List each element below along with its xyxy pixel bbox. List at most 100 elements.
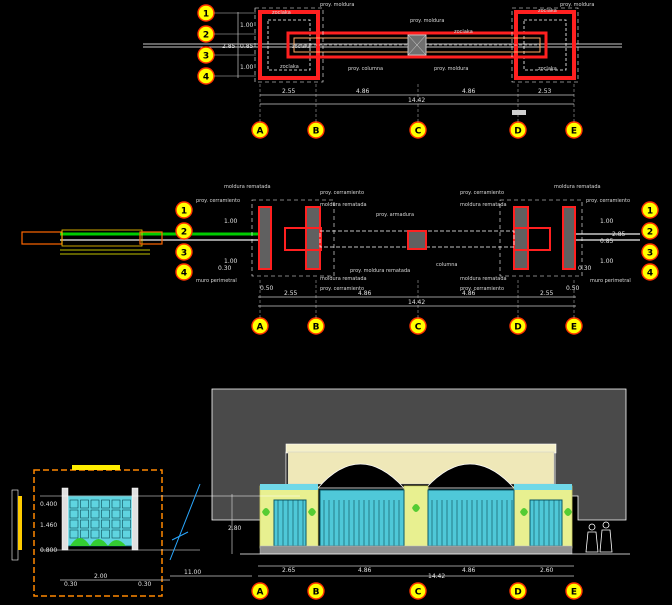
dim-left: 0.400	[40, 501, 57, 508]
dim-left: 0.800	[40, 547, 57, 554]
plan1-row-marker-label: 2	[203, 31, 209, 41]
note: proy. cerramiento	[320, 286, 364, 292]
plan2-row-markers: 1 1 2 2 3 3 4 4	[175, 201, 659, 281]
elevation-col-marker: D	[509, 582, 527, 600]
dim-bottom: 2.55	[282, 88, 296, 95]
pillar-left-2	[258, 206, 272, 270]
note: proy. moldura	[560, 2, 594, 8]
plan2-col-marker: C	[409, 317, 427, 335]
dim-total: 14.42	[428, 573, 445, 580]
elevation-col-marker-circle	[307, 582, 325, 600]
plan2-row-marker-right: 2	[641, 222, 659, 240]
plan2-column-markers: A B C D E	[251, 280, 583, 335]
dim-bottom: 4.86	[358, 290, 372, 297]
plan2-col-marker: D	[509, 317, 527, 335]
plan1-col-marker-label: B	[313, 127, 320, 137]
plan2-col-marker: A	[251, 317, 269, 335]
plan1-col-marker-label: C	[415, 127, 422, 137]
dim-right: 1.00	[600, 218, 614, 225]
dim-bottom: 2.60	[540, 567, 554, 574]
plan2-row-marker-right-label: 2	[647, 228, 653, 238]
plan1-row-marker-label: 1	[203, 10, 209, 20]
dim-bottom: 4.86	[358, 567, 372, 574]
plan2-row-marker-right-circle	[641, 201, 659, 219]
note: proy. moldura rematada	[350, 268, 410, 274]
plan2-row-marker-right: 4	[641, 263, 659, 281]
note: moldura rematada	[320, 276, 367, 282]
plan1-col-marker: E	[565, 121, 583, 139]
dim-bottom: 0.50	[566, 285, 580, 292]
dim-right: 1.00	[600, 258, 614, 265]
dim-right: 0.85	[600, 238, 614, 245]
plan2-row-marker-right-label: 3	[647, 249, 653, 259]
note: moldura rematada	[224, 184, 271, 190]
note: columna	[436, 262, 457, 268]
gate-panel-grid	[69, 499, 131, 539]
note: moldura rematada	[460, 202, 507, 208]
note: proy. cerramiento	[460, 190, 504, 196]
plan-view-1: proy. moldura proy. moldura proy. moldur…	[143, 2, 622, 115]
note: zoclaka	[454, 29, 473, 35]
plan2-row-marker-left-circle	[175, 263, 193, 281]
plan2-row-marker-right-label: 4	[647, 269, 653, 279]
dim-height: 2.80	[228, 525, 242, 532]
note: muro perimetral	[590, 278, 631, 284]
note: moldura rematada	[554, 184, 601, 190]
plan1-col-marker: B	[307, 121, 325, 139]
elevation-col-marker: B	[307, 582, 325, 600]
dim-bottom: 2.55	[284, 290, 298, 297]
note: zoclaka	[538, 8, 557, 14]
plan2-row-marker-left-label: 4	[181, 269, 187, 279]
plan2-col-marker-label: D	[514, 323, 521, 333]
dim-left: 2.85	[222, 43, 236, 50]
note: proy. cerramiento	[320, 190, 364, 196]
plan1-col-marker: C	[409, 121, 427, 139]
elevation-col-marker-circle	[509, 582, 527, 600]
dim-left: 1.00	[224, 218, 238, 225]
dim-left: 1.00	[240, 22, 254, 29]
plan2-col-marker-label: A	[257, 323, 264, 333]
note: moldura rematada	[320, 202, 367, 208]
dim-right: 0.30	[578, 265, 592, 272]
note: zoclaka	[538, 66, 557, 72]
plan2-row-marker-right-circle	[641, 222, 659, 240]
note: zoclaka	[292, 44, 311, 50]
central-column-2	[407, 230, 427, 250]
plan2-row-marker-right-circle	[641, 243, 659, 261]
dim-bottom: 0.50	[260, 285, 274, 292]
plan1-row-marker: 1	[197, 4, 215, 22]
plan2-row-marker-left-circle	[175, 201, 193, 219]
plan2-row-marker-left-label: 3	[181, 249, 187, 259]
gate-center-left	[319, 489, 405, 547]
elevation-col-marker-label: B	[313, 588, 320, 598]
plan2-row-marker-left: 1	[175, 201, 193, 219]
elevation-col-marker-label: A	[257, 588, 264, 598]
plan2-row-marker-left: 2	[175, 222, 193, 240]
human-figures	[585, 521, 613, 553]
note: proy. columna	[348, 66, 383, 72]
gate-right-door	[529, 499, 563, 547]
dim-left: 0.85	[240, 43, 254, 50]
dim-bottom: 4.86	[356, 88, 370, 95]
elevation-col-marker-label: C	[415, 588, 422, 598]
note: zoclaka	[272, 10, 291, 16]
plan2-col-marker-label: E	[571, 323, 577, 333]
pillar-left	[258, 10, 320, 80]
elevation-col-marker-label: D	[514, 588, 521, 598]
note: zoclaka	[280, 64, 299, 70]
plan2-col-marker: E	[565, 317, 583, 335]
dim-bottom: 0.30	[138, 581, 152, 588]
note: proy. moldura	[320, 2, 354, 8]
plan2-col-marker-label: B	[313, 323, 320, 333]
plan2-row-marker-right-label: 1	[647, 207, 653, 217]
plan1-row-marker: 2	[197, 25, 215, 43]
dim-total: 14.42	[408, 299, 425, 306]
dim-right: 2.85	[612, 231, 626, 238]
note: proy. cerramiento	[196, 198, 240, 204]
plan1-col-marker-label: A	[257, 127, 264, 137]
dim-bottom: 2.55	[540, 290, 554, 297]
dim-bottom: 2.65	[282, 567, 296, 574]
gate-center-right	[427, 489, 515, 547]
